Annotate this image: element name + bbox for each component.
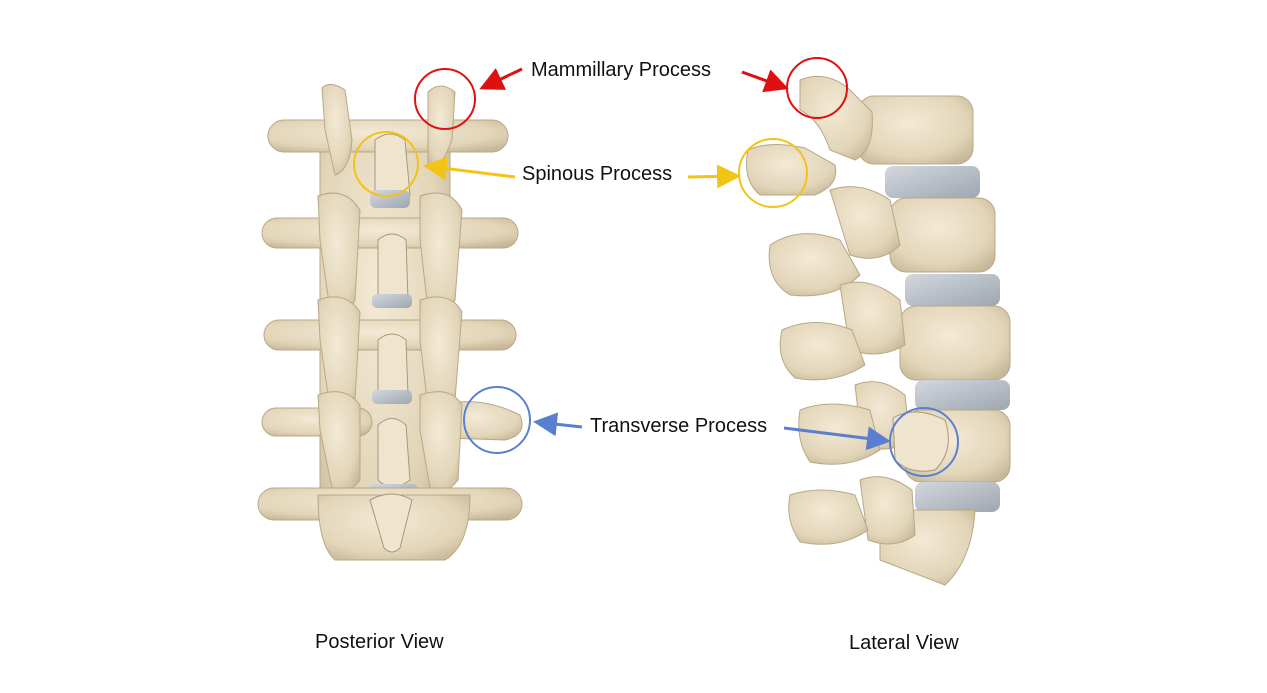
lateral-spine-illustration bbox=[746, 75, 1011, 586]
spinous-arrow-left bbox=[423, 156, 516, 181]
posterior-vertebra-4 bbox=[261, 391, 523, 496]
mammillary-arrow-left bbox=[479, 67, 523, 90]
transverse-circle-posterior bbox=[463, 386, 531, 454]
spinous-arrow-right bbox=[687, 164, 741, 189]
transverse-arrow-right bbox=[783, 426, 891, 451]
posterior-vertebra-3 bbox=[263, 296, 517, 416]
mammillary-circle-posterior bbox=[414, 68, 476, 130]
posterior-vertebra-2 bbox=[261, 192, 519, 319]
lateral-view-caption: Lateral View bbox=[849, 632, 959, 654]
mammillary-process-label: Mammillary Process bbox=[531, 59, 712, 81]
transverse-process-label: Transverse Process bbox=[590, 415, 768, 437]
spinous-circle-posterior bbox=[353, 131, 419, 197]
posterior-vertebra-1 bbox=[267, 84, 509, 208]
spinous-process-label: Spinous Process bbox=[522, 163, 673, 185]
posterior-vertebra-5 bbox=[257, 487, 523, 561]
mammillary-arrow-right bbox=[741, 69, 789, 93]
posterior-spine-illustration bbox=[257, 84, 523, 561]
transverse-arrow-left bbox=[533, 412, 583, 437]
posterior-view-caption: Posterior View bbox=[315, 631, 444, 653]
